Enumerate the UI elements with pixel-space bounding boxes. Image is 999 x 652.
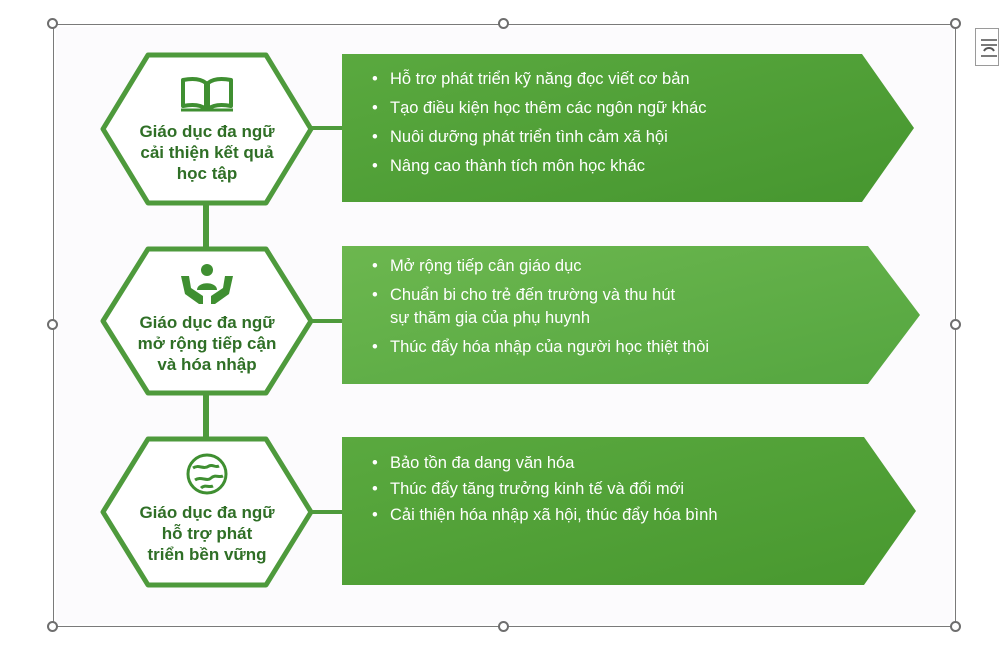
resize-handle-right[interactable] [950, 319, 961, 330]
hexagon-node-1: Giáo dục đa ngữ cải thiện kết quả học tậ… [100, 52, 314, 206]
resize-handle-top-left[interactable] [47, 18, 58, 29]
title-line: học tập [176, 164, 238, 183]
hexagon-title: Giáo dục đa ngữ cải thiện kết quả học tậ… [100, 121, 314, 184]
bullet-list: Mở rộng tiếp cân giáo dục Chuẩn bi cho t… [372, 255, 709, 359]
bullet-item: Nâng cao thành tích môn học khác [372, 155, 707, 178]
hexagon-node-2: Giáo dục đa ngữ mở rộng tiếp cận và hóa … [100, 246, 314, 396]
resize-handle-left[interactable] [47, 319, 58, 330]
resize-handle-bottom-left[interactable] [47, 621, 58, 632]
connector-line [203, 203, 209, 249]
bullet-item: Tạo điều kiện học thêm các ngôn ngữ khác [372, 97, 707, 120]
title-line: và hóa nhập [157, 355, 257, 374]
banner-3: Bảo tồn đa dang văn hóa Thúc đẩy tăng tr… [342, 435, 918, 587]
connector-stem [312, 510, 344, 514]
title-line: Giáo dục đa ngữ [139, 313, 275, 332]
resize-handle-top-right[interactable] [950, 18, 961, 29]
resize-handle-top[interactable] [498, 18, 509, 29]
layout-options-icon [981, 39, 997, 57]
hexagon-title: Giáo dục đa ngữ mở rộng tiếp cận và hóa … [100, 312, 314, 375]
bullet-item: Thúc đẩy tăng trưởng kinh tế và đổi mới [372, 478, 718, 501]
hexagon-node-3: Giáo dục đa ngữ hỗ trợ phát triển bền vữ… [100, 436, 314, 588]
bullet-list: Hỗ trơ phát triển kỹ năng đọc viết cơ bả… [372, 68, 707, 178]
title-line: hỗ trợ phát [161, 524, 253, 543]
globe-icon [185, 452, 229, 501]
hexagon-shape [100, 436, 314, 588]
hexagon-title: Giáo dục đa ngữ hỗ trợ phát triển bền vữ… [100, 502, 314, 565]
title-line: Giáo dục đa ngữ [139, 503, 275, 522]
bullet-item: Mở rộng tiếp cân giáo dục [372, 255, 709, 278]
resize-handle-bottom-right[interactable] [950, 621, 961, 632]
title-line: Giáo dục đa ngữ [139, 122, 275, 141]
title-line: cải thiện kết quả [140, 143, 274, 162]
connector-stem [312, 126, 344, 130]
title-line: mở rộng tiếp cận [137, 334, 277, 353]
bullet-item: Hỗ trơ phát triển kỹ năng đọc viết cơ bả… [372, 68, 707, 91]
resize-handle-bottom[interactable] [498, 621, 509, 632]
layout-options-button[interactable] [975, 28, 999, 66]
hands-person-icon [179, 262, 235, 313]
bullet-item: Thúc đẩy hóa nhập của người học thiệt th… [372, 336, 709, 359]
bullet-item: Chuẩn bi cho trẻ đến trường và thu hút s… [372, 284, 709, 330]
hexagon-shape [100, 52, 314, 206]
banner-1: Hỗ trơ phát triển kỹ năng đọc viết cơ bả… [342, 52, 916, 204]
bullet-list: Bảo tồn đa dang văn hóa Thúc đẩy tăng tr… [372, 452, 718, 527]
hexagon-shape [100, 246, 314, 396]
bullet-item: Bảo tồn đa dang văn hóa [372, 452, 718, 475]
connector-stem [312, 319, 344, 323]
bullet-item: Cải thiện hóa nhập xã hội, thúc đẩy hóa … [372, 504, 718, 527]
title-line: triển bền vững [147, 545, 267, 564]
open-book-icon [179, 76, 235, 117]
connector-line [203, 392, 209, 440]
bullet-item: Nuôi dưỡng phát triển tình cảm xã hội [372, 126, 707, 149]
banner-2: Mở rộng tiếp cân giáo dục Chuẩn bi cho t… [342, 244, 922, 386]
